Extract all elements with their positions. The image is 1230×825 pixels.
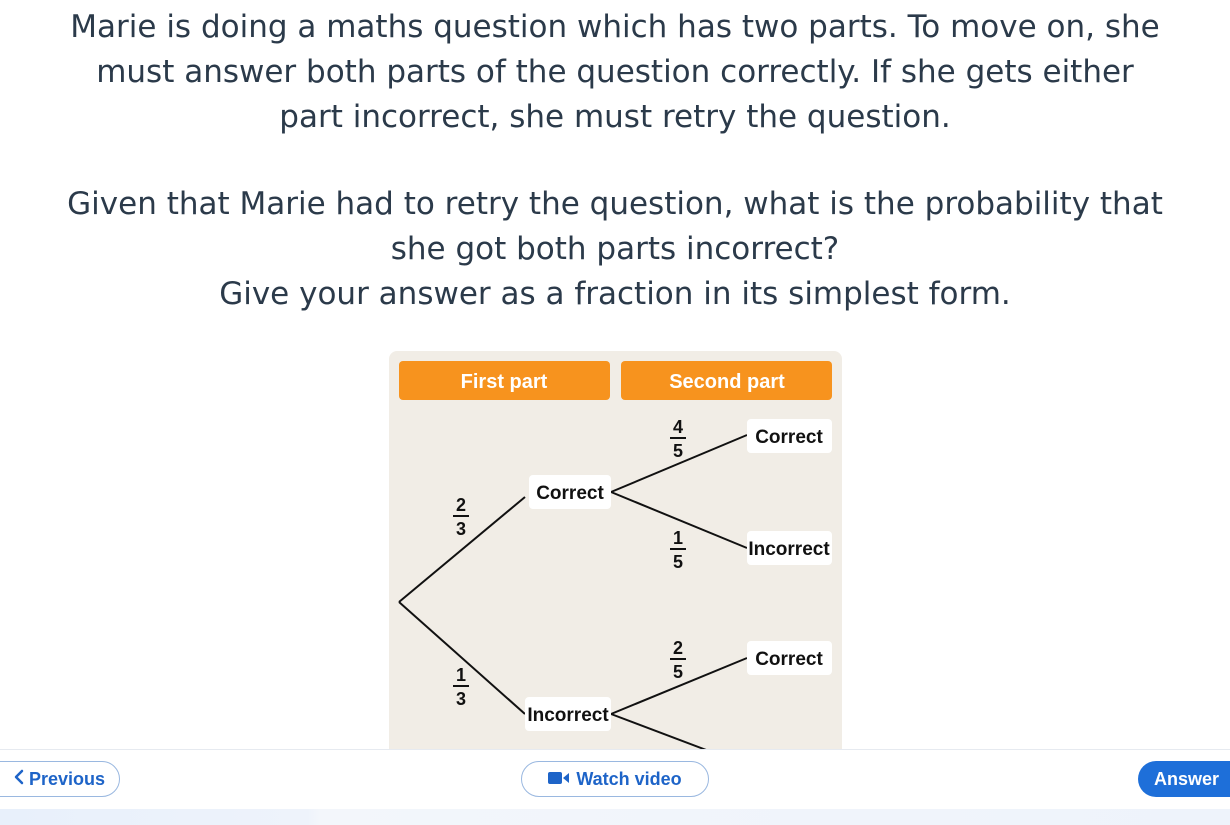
node-label: Incorrect xyxy=(527,705,609,726)
node-label: Correct xyxy=(755,427,823,448)
branch-line xyxy=(610,491,748,549)
branch-line xyxy=(398,601,526,715)
node-label: Correct xyxy=(536,483,604,504)
prob-fraction: 1 3 xyxy=(453,665,469,709)
header-second-part-label: Second part xyxy=(669,371,785,393)
prob-fraction: 4 5 xyxy=(670,417,686,461)
question-line: part incorrect, she must retry the quest… xyxy=(279,99,951,135)
prob-fraction: 2 5 xyxy=(670,638,686,682)
fraction-denominator: 5 xyxy=(673,552,683,572)
fraction-denominator: 3 xyxy=(456,519,466,539)
watch-video-label: Watch video xyxy=(576,768,682,789)
question-text: Marie is doing a maths question which ha… xyxy=(0,0,1230,317)
node-box xyxy=(529,475,611,509)
watch-video-button[interactable]: Watch video xyxy=(521,761,709,797)
prob-fraction: 2 3 xyxy=(453,495,469,539)
previous-button-label: Previous xyxy=(28,768,106,789)
tree-diagram-svg: First part Second part Correct Incorrect… xyxy=(398,361,832,751)
bottom-strip xyxy=(0,809,1230,825)
question-line: she got both parts incorrect? xyxy=(390,231,840,267)
fraction-numerator: 4 xyxy=(673,417,683,437)
question-line: must answer both parts of the question c… xyxy=(96,54,1134,90)
fraction-numerator: 2 xyxy=(456,495,466,515)
question-line: Marie is doing a maths question which ha… xyxy=(70,9,1160,45)
fraction-denominator: 5 xyxy=(673,662,683,682)
node-label: Correct xyxy=(755,649,823,670)
tree-diagram: First part Second part Correct Incorrect… xyxy=(389,351,842,751)
fraction-numerator: 1 xyxy=(673,528,683,548)
video-camera-icon xyxy=(548,769,570,790)
branch-line xyxy=(610,713,710,751)
node-box xyxy=(525,697,611,731)
chevron-left-icon xyxy=(13,769,25,790)
branch-line xyxy=(610,434,748,493)
question-line: Give your answer as a fraction in its si… xyxy=(219,276,1011,312)
fraction-denominator: 3 xyxy=(456,689,466,709)
answer-button-label: Answer xyxy=(1154,768,1220,789)
answer-button[interactable]: Answer xyxy=(1138,761,1230,797)
previous-button[interactable]: Previous xyxy=(0,761,120,797)
fraction-numerator: 1 xyxy=(456,665,466,685)
fraction-numerator: 2 xyxy=(673,638,683,658)
header-second-part xyxy=(621,361,832,400)
header-first-part-label: First part xyxy=(461,371,548,393)
node-box xyxy=(747,419,832,453)
branch-line xyxy=(610,657,748,715)
node-label: Incorrect xyxy=(748,539,830,560)
node-box xyxy=(747,531,832,565)
branch-line xyxy=(398,496,526,603)
question-line: Given that Marie had to retry the questi… xyxy=(67,186,1163,222)
fraction-denominator: 5 xyxy=(673,441,683,461)
prob-fraction: 1 5 xyxy=(670,528,686,572)
header-first-part xyxy=(399,361,610,400)
node-box xyxy=(747,641,832,675)
